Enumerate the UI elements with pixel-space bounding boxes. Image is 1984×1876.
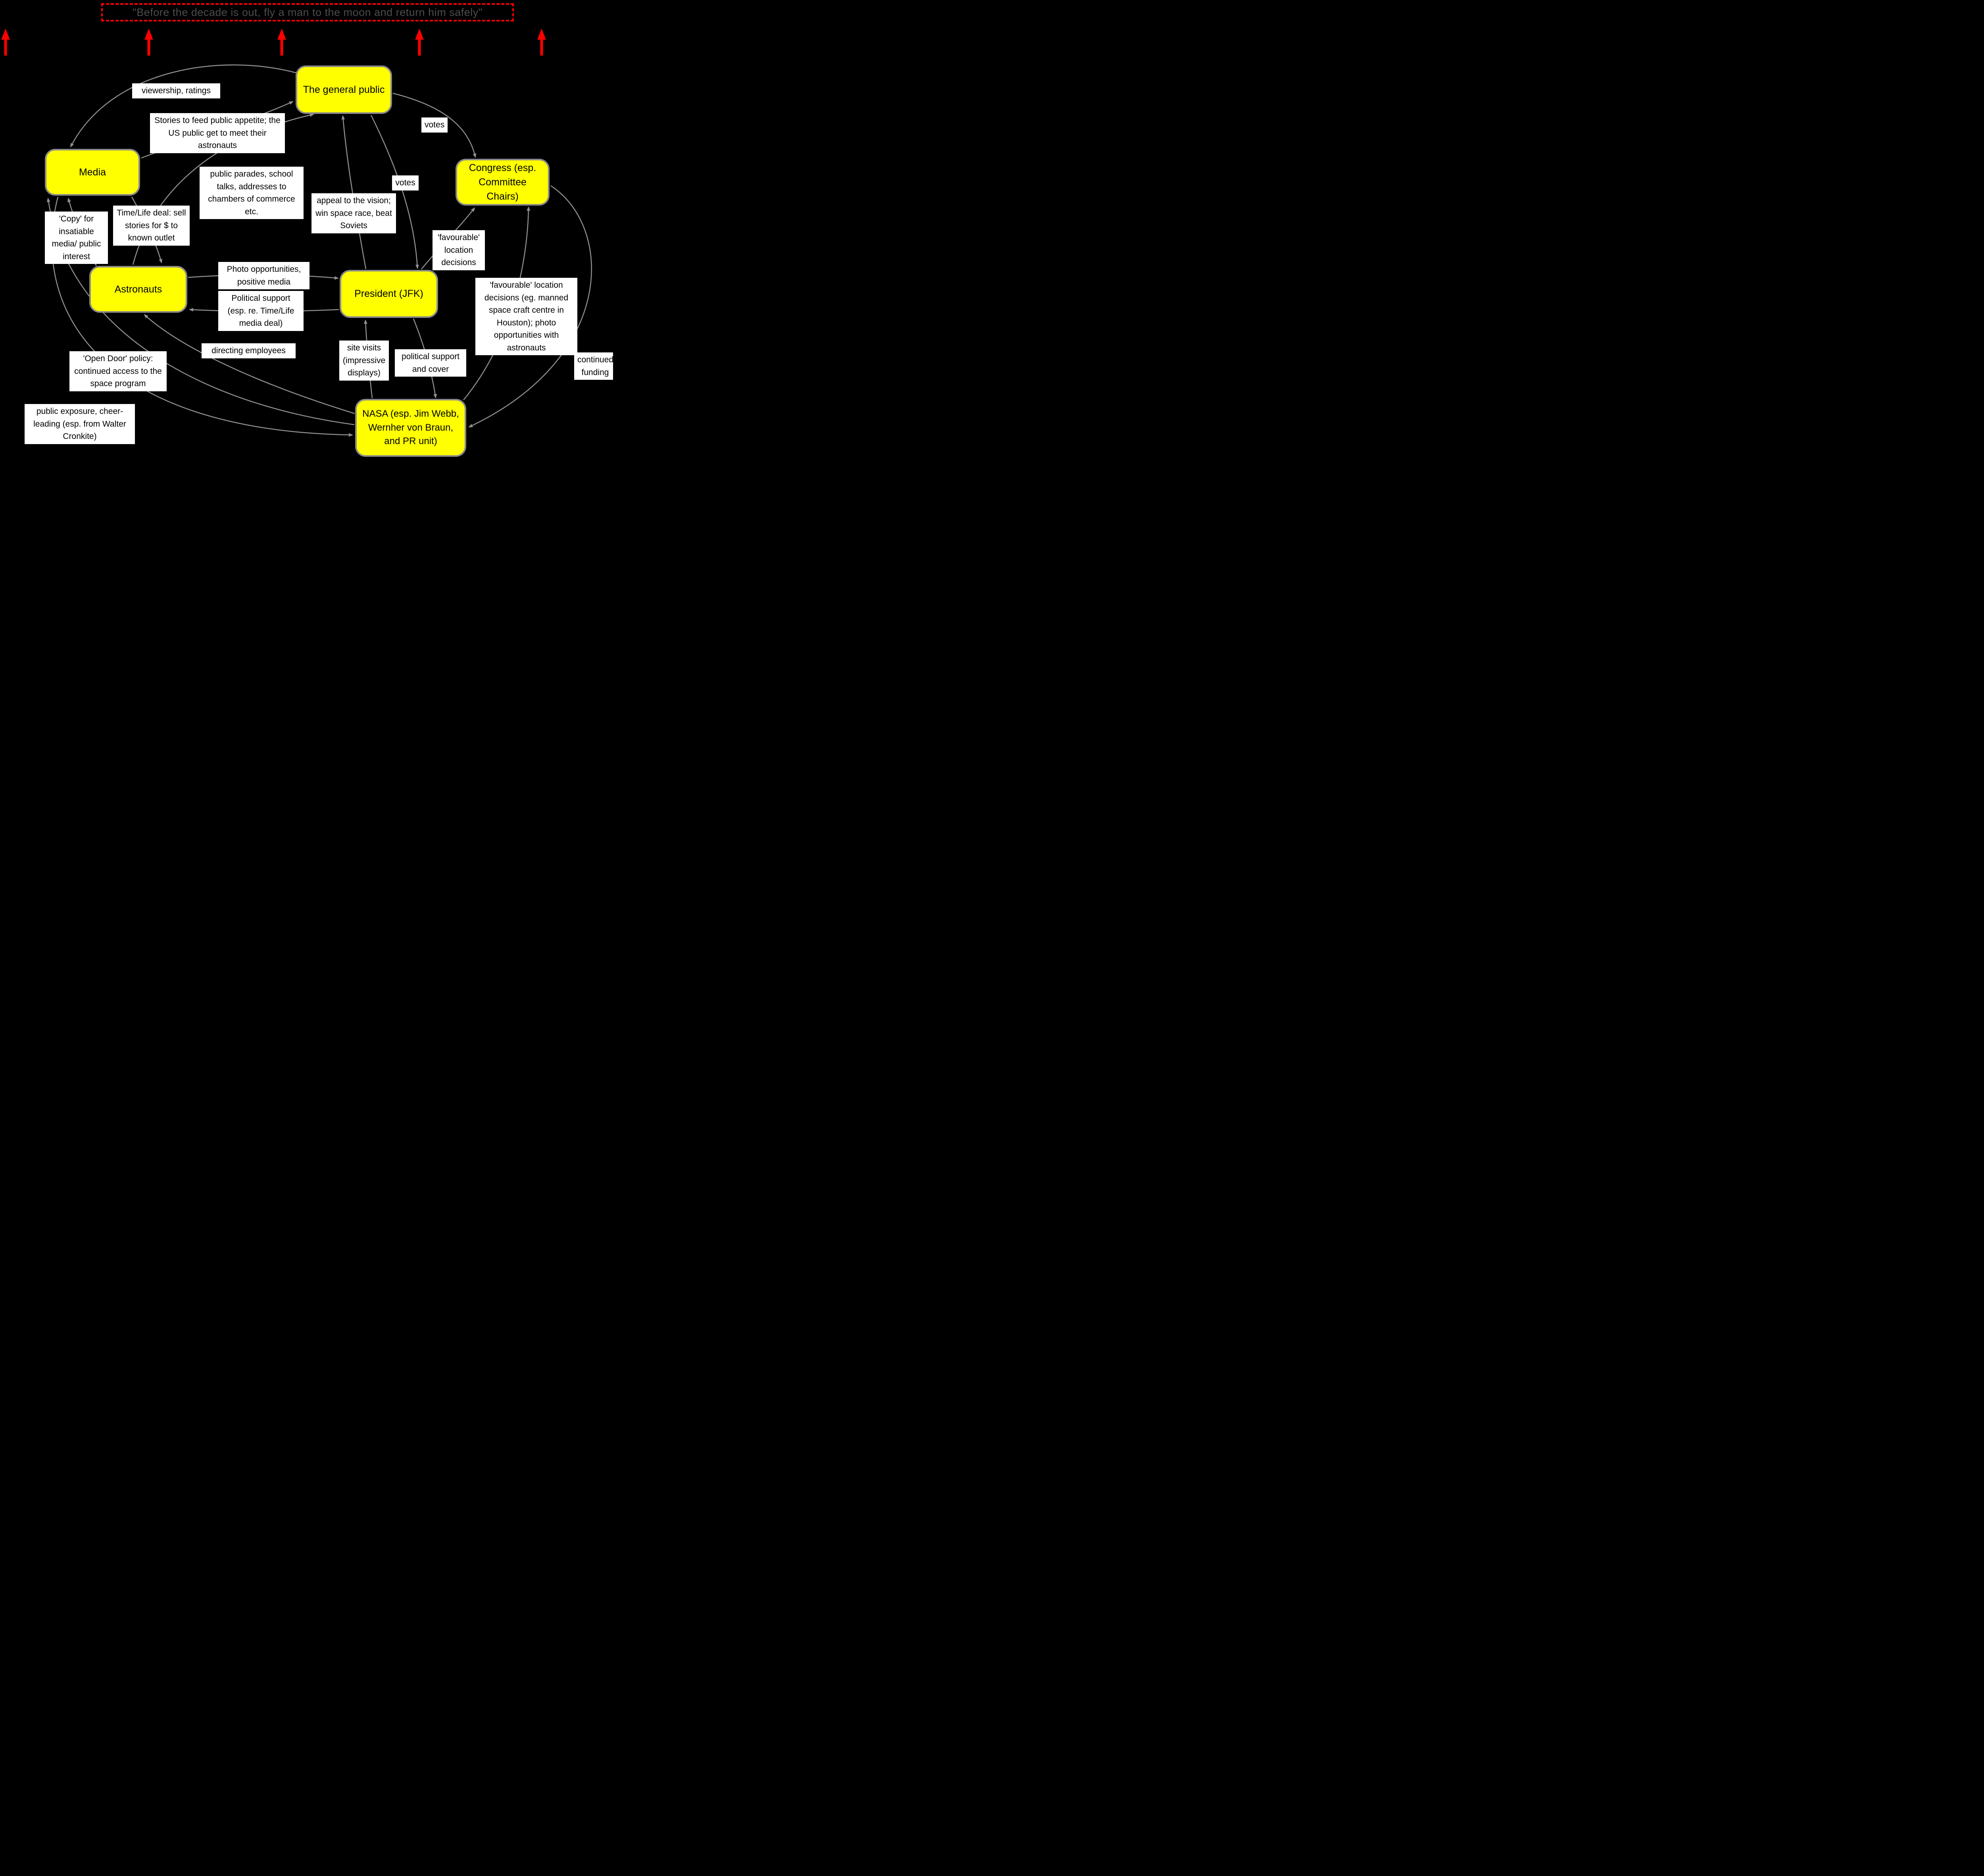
edge-label-photo-opportunities: Photo opportunities, positive media: [218, 262, 310, 289]
edge-label-votes-congress: votes: [421, 117, 448, 133]
node-president-jfk: President (JFK): [340, 270, 438, 318]
edge-label-stories-public-appetite: Stories to feed public appetite; the US …: [150, 113, 285, 153]
edge-label-copy-for-media: 'Copy' for insatiable media/ public inte…: [45, 212, 108, 264]
edge-public-to-president: [370, 115, 419, 269]
node-nasa: NASA (esp. Jim Webb, Wernher von Braun, …: [355, 399, 466, 457]
goal-quote-text: "Before the decade is out, fly a man to …: [133, 6, 483, 18]
edge-label-favourable-location-long: 'favourable' location decisions (eg. man…: [475, 278, 577, 355]
edge-nasa-to-astronauts: [144, 314, 355, 414]
node-astronauts: Astronauts: [89, 266, 187, 313]
edge-label-political-support: Political support (esp. re. Time/Life me…: [218, 291, 304, 331]
edge-label-time-life-deal: Time/Life deal: sell stories for $ to kn…: [113, 206, 190, 246]
red-arrows-group: [1, 29, 546, 56]
edge-label-appeal-to-vision: appeal to the vision; win space race, be…: [311, 193, 396, 233]
red-up-arrow: [277, 29, 286, 56]
edge-label-favourable-location-short: 'favourable' location decisions: [433, 230, 485, 270]
node-media: Media: [45, 149, 140, 196]
red-up-arrow: [415, 29, 424, 56]
stakeholder-diagram: "Before the decade is out, fly a man to …: [0, 0, 613, 504]
edge-label-continued-funding: continued funding: [574, 352, 613, 380]
red-up-arrow: [537, 29, 546, 56]
edge-label-viewership-ratings: viewership, ratings: [132, 83, 220, 98]
red-up-arrow: [144, 29, 153, 56]
node-the-general-public: The general public: [296, 65, 392, 114]
red-up-arrow: [1, 29, 10, 56]
edge-congress-to-nasa: [468, 185, 592, 428]
edge-label-public-parades: public parades, school talks, addresses …: [200, 167, 304, 219]
edge-public-to-congress: [392, 92, 477, 158]
node-congress: Congress (esp. Committee Chairs): [456, 159, 550, 206]
edge-label-open-door-policy: 'Open Door' policy: continued access to …: [69, 351, 167, 391]
edge-label-political-support-cover: political support and cover: [395, 349, 466, 377]
edge-public-to-media: [70, 64, 303, 148]
edge-president-to-public: [341, 115, 367, 269]
edge-label-site-visits: site visits (impressive displays): [339, 341, 389, 381]
edge-label-votes-president: votes: [392, 175, 419, 190]
edge-label-directing-employees: directing employees: [202, 343, 296, 358]
edge-label-public-exposure: public exposure, cheer-leading (esp. fro…: [25, 404, 135, 444]
goal-quote-box: "Before the decade is out, fly a man to …: [101, 3, 514, 21]
